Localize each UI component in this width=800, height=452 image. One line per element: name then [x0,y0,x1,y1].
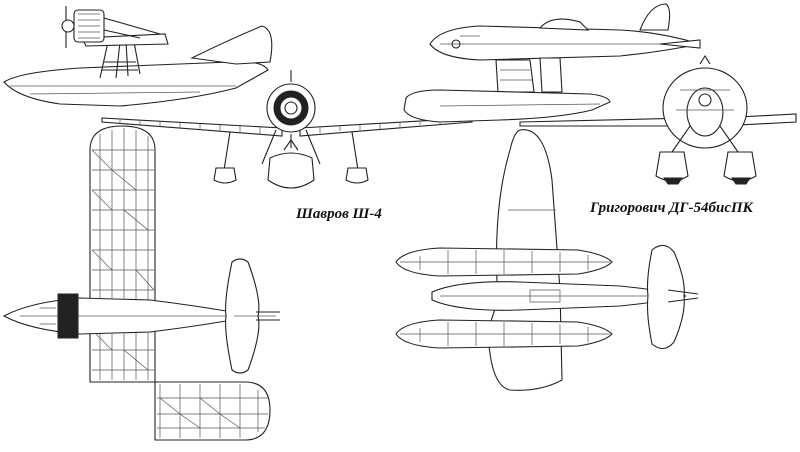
dg54-front-view [519,54,797,185]
sh4-front-view [101,70,473,189]
sh4-top-view [2,125,280,441]
caption-dg54: Григорович ДГ-54бисПК [590,200,753,216]
sh4-side-view [3,6,273,107]
dg54-top-view [395,129,699,391]
caption-sh4: Шавров Ш-4 [296,206,382,222]
dg54-side-view [403,3,701,123]
